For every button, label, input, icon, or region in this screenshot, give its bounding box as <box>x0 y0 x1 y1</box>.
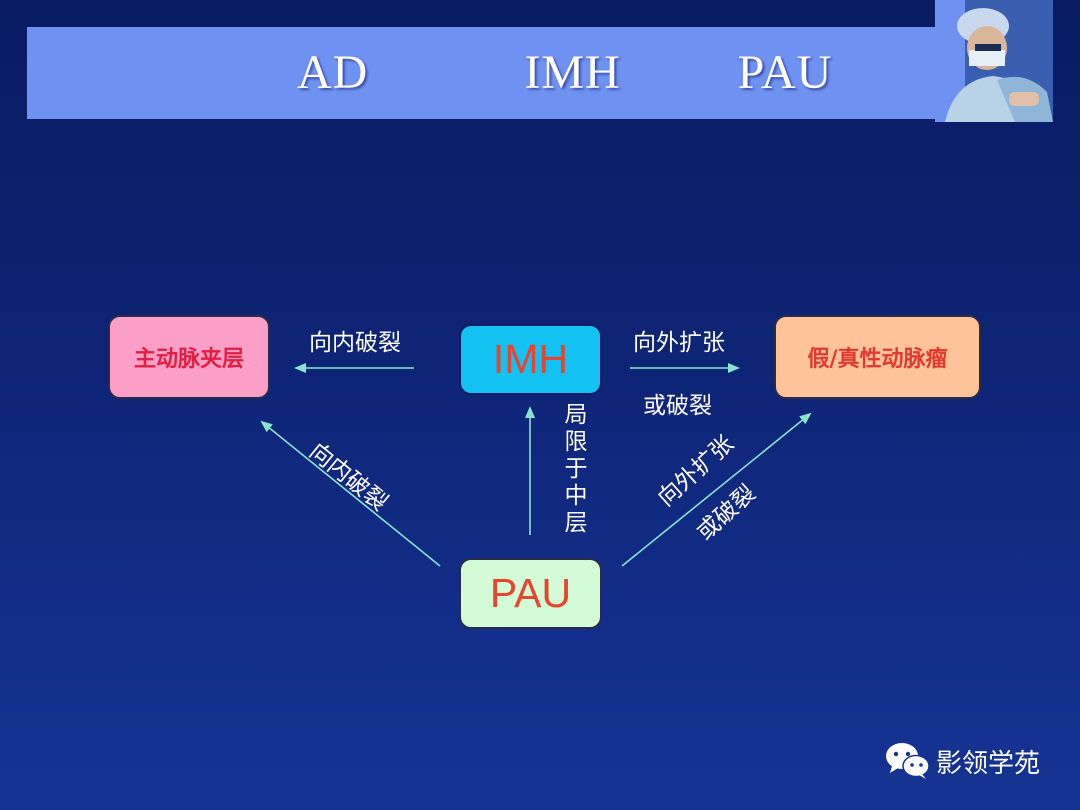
label-imh-to-aneurysm-line2: 或破裂 <box>643 393 712 419</box>
slide-title: AD IMH PAU <box>297 46 833 99</box>
wechat-icon <box>886 743 930 779</box>
node-aortic-dissection: 主动脉夹层 <box>108 315 270 399</box>
watermark-text: 影领学苑 <box>936 749 1041 779</box>
title-bar: AD IMH PAU <box>27 27 1053 119</box>
arrow-pau-to-aneurysm <box>621 412 812 567</box>
label-imh-to-aneurysm-line1: 向外扩张 <box>633 330 725 356</box>
node-imh: IMH <box>459 324 602 395</box>
node-aneurysm: 假/真性动脉瘤 <box>774 315 981 399</box>
doctor-photo <box>935 0 1053 122</box>
label-imh-to-ad: 向内破裂 <box>309 330 401 356</box>
arrow-pau-to-ad <box>260 420 441 567</box>
label-pau-to-imh: 局限于中层 <box>564 402 588 536</box>
node-pau: PAU <box>459 558 602 629</box>
